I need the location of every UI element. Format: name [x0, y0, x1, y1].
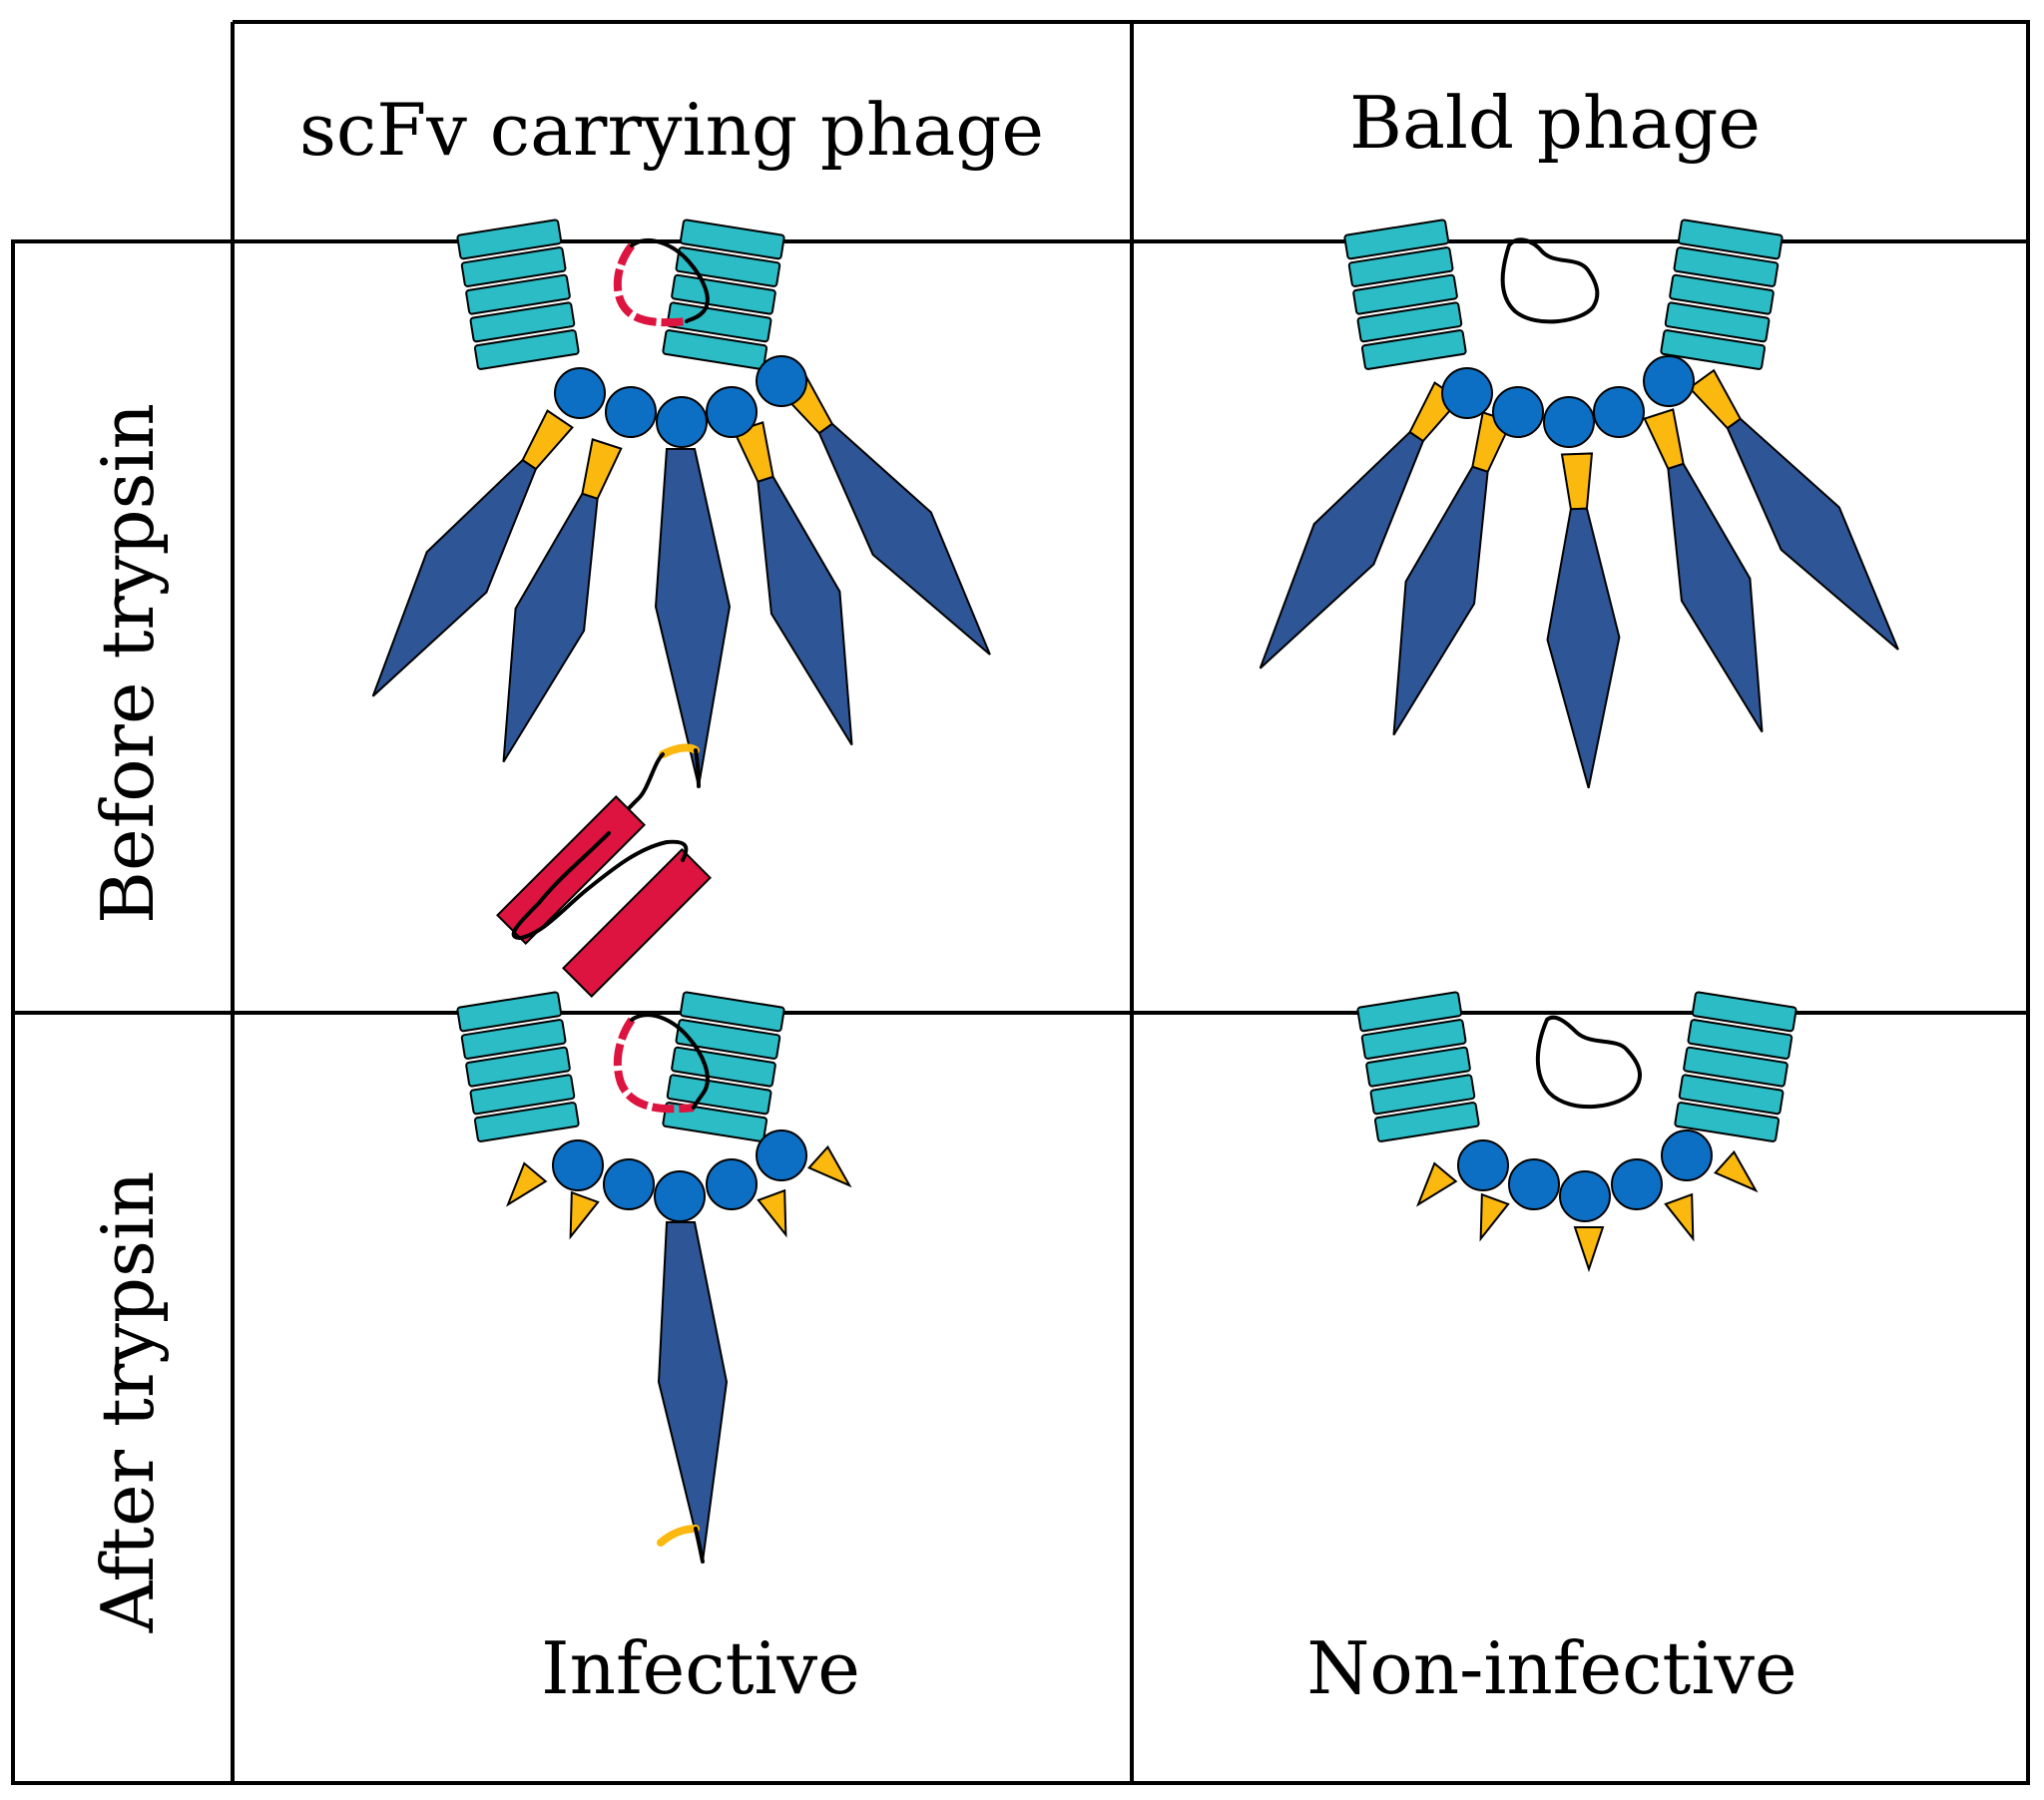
capsule-beads — [1457, 1129, 1713, 1222]
coat-protein-stack-right — [1659, 219, 1784, 371]
scfv-phage-before-trypsin — [341, 219, 1021, 998]
cleaved-linker-stub — [556, 1191, 600, 1243]
capsule-beads — [1441, 355, 1695, 448]
coat-protein-stack-right — [661, 991, 785, 1143]
tether-loop — [1500, 237, 1600, 324]
pIII-spike — [468, 431, 643, 774]
bald-phage-before-trypsin — [1229, 219, 1929, 791]
column-header-scfv-phage: scFv carrying phage — [299, 88, 1044, 172]
outcome-non-infective: Non-infective — [1306, 1626, 1796, 1710]
coat-protein-stack-left — [456, 991, 581, 1143]
coat-protein-stack-left — [1343, 219, 1468, 371]
tether-loop — [630, 1013, 710, 1110]
cleaved-linker-stub — [1466, 1193, 1510, 1245]
outcome-infective: Infective — [541, 1626, 860, 1710]
scfv-backbone — [511, 831, 689, 940]
coat-protein-stack-left — [1356, 991, 1481, 1143]
cleaved-linker-stub — [807, 1145, 860, 1197]
pIII-spike-center — [654, 448, 732, 787]
scfv-phage-after-trypsin — [456, 991, 860, 1564]
row-label-after-trypsin: After trypsin — [86, 1171, 170, 1634]
cleaved-linker-stub — [1406, 1162, 1457, 1215]
scfv-tether-red — [613, 1017, 695, 1114]
pIII-spike-intact — [657, 1221, 729, 1563]
pIII-spike — [1540, 451, 1626, 791]
coat-protein-stack-left — [456, 219, 581, 371]
linker-tail — [694, 748, 701, 788]
linker-tail — [694, 1527, 705, 1564]
cleaved-linker-stub — [1714, 1150, 1767, 1202]
scfv-domain-vl — [562, 848, 712, 998]
scfv-tether-red — [613, 242, 688, 327]
coat-protein-stack-right — [1673, 991, 1797, 1143]
capsule-beads — [554, 355, 807, 448]
tether-loop — [1535, 1015, 1643, 1110]
capsule-beads — [552, 1129, 807, 1222]
cleaved-linker-stub — [1664, 1193, 1708, 1245]
row-label-before-trypsin: Before trypsin — [86, 403, 170, 924]
tether-loop — [630, 238, 710, 323]
cleaved-linker-stub — [757, 1189, 800, 1241]
cleaved-linker-stub — [1574, 1226, 1604, 1270]
linker-segment — [657, 1525, 700, 1547]
coat-protein-stack-right — [661, 219, 785, 371]
column-header-bald-phage: Bald phage — [1349, 81, 1761, 165]
bald-phage-after-trypsin — [1356, 991, 1797, 1270]
cleaved-linker-stub — [496, 1162, 547, 1215]
